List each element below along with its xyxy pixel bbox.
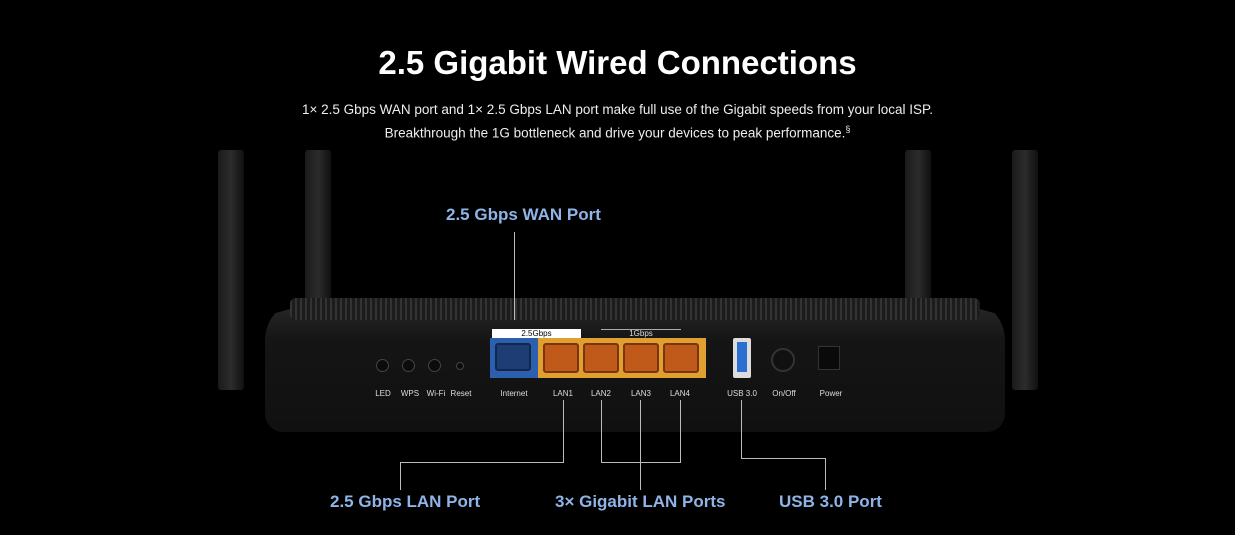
wan-speed-label: 2.5Gbps (492, 329, 581, 338)
label-lan2: LAN2 (590, 389, 611, 398)
label-lan3: LAN3 (630, 389, 651, 398)
reset-hole (456, 362, 464, 370)
label-led: LED (375, 389, 391, 398)
callout-line (640, 400, 641, 490)
lan4-port (663, 343, 699, 373)
power-switch (771, 348, 795, 372)
callout-line (400, 462, 564, 463)
label-lan1: LAN1 (552, 389, 573, 398)
lan1-port (543, 343, 579, 373)
led-button (376, 359, 389, 372)
lan3-port (623, 343, 659, 373)
power-jack (818, 346, 840, 370)
label-onoff: On/Off (772, 389, 796, 398)
subtitle-line-2: Breakthrough the 1G bottleneck and drive… (0, 124, 1235, 141)
usb-port (733, 338, 751, 378)
lan-ports (538, 338, 706, 378)
label-reset: Reset (450, 389, 472, 398)
callout-line (825, 458, 826, 490)
wan-port (490, 338, 538, 378)
callout-line (601, 400, 602, 462)
callout-usb-port: USB 3.0 Port (779, 492, 882, 511)
wps-button (402, 359, 415, 372)
antenna (1012, 150, 1038, 390)
callout-line (680, 400, 681, 462)
label-lan4: LAN4 (669, 389, 690, 398)
antenna (218, 150, 244, 390)
callout-wan-port: 2.5 Gbps WAN Port (446, 205, 601, 224)
callout-line (741, 458, 826, 459)
label-wps: WPS (400, 389, 420, 398)
lan2-port (583, 343, 619, 373)
page-title: 2.5 Gigabit Wired Connections (378, 44, 857, 81)
callout-lan-2-5-port: 2.5 Gbps LAN Port (330, 492, 481, 511)
router-vents (290, 298, 980, 320)
callout-line (563, 400, 564, 462)
label-wifi: Wi-Fi (426, 389, 446, 398)
lan-speed-label: 1Gbps (601, 329, 681, 338)
callout-line (400, 462, 401, 490)
callout-line (741, 400, 742, 458)
label-internet: Internet (500, 389, 528, 398)
subtitle-line-1: 1× 2.5 Gbps WAN port and 1× 2.5 Gbps LAN… (301, 102, 934, 117)
label-usb: USB 3.0 (727, 389, 757, 398)
subtitle-text: Breakthrough the 1G bottleneck and drive… (384, 125, 846, 141)
label-power: Power (819, 389, 843, 398)
callout-line (601, 462, 681, 463)
callout-line (514, 232, 515, 320)
footnote-mark: § (845, 124, 851, 134)
wifi-button (428, 359, 441, 372)
callout-gigabit-lan-ports: 3× Gigabit LAN Ports (555, 492, 726, 511)
